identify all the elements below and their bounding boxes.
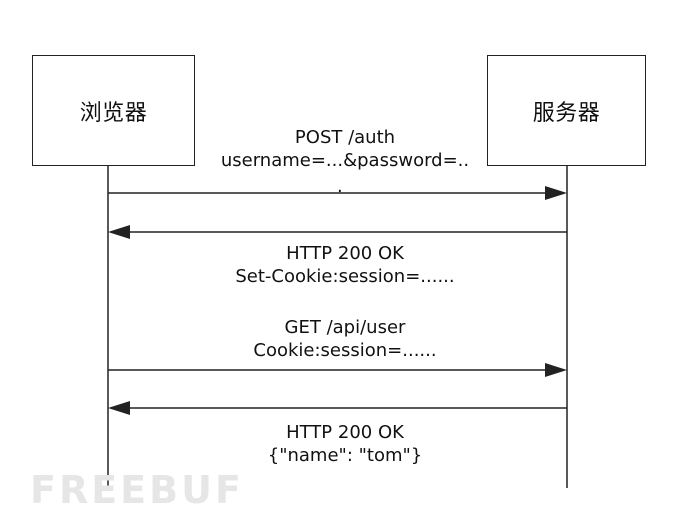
- msg4-line2: {"name": "tom"}: [267, 445, 423, 466]
- msg2-arrowhead: [108, 225, 130, 239]
- server-actor-label: 服务器: [532, 100, 601, 126]
- msg4-line1: HTTP 200 OK: [286, 422, 404, 443]
- msg3-label: GET /api/user Cookie:session=......: [200, 316, 490, 362]
- freebuf-watermark: FREEBUF: [30, 468, 244, 512]
- browser-actor-box: 浏览器: [32, 55, 195, 166]
- msg1-label: POST /auth username=...&password=..: [200, 126, 490, 172]
- msg4-label: HTTP 200 OK {"name": "tom"}: [200, 421, 490, 467]
- browser-actor-label: 浏览器: [79, 100, 148, 126]
- msg3-arrowhead: [545, 363, 567, 377]
- msg3-line1: GET /api/user: [284, 317, 406, 338]
- msg4-arrowhead: [108, 401, 130, 415]
- msg1-arrowhead: [545, 186, 567, 200]
- msg2-label: HTTP 200 OK Set-Cookie:session=......: [200, 242, 490, 288]
- msg1-line1: POST /auth: [294, 127, 396, 148]
- stray-dot: .: [337, 176, 343, 197]
- msg2-line1: HTTP 200 OK: [286, 243, 404, 264]
- msg2-line2: Set-Cookie:session=......: [235, 266, 455, 287]
- server-actor-box: 服务器: [487, 55, 646, 166]
- msg3-line2: Cookie:session=......: [253, 340, 437, 361]
- msg1-line2: username=...&password=..: [220, 150, 470, 171]
